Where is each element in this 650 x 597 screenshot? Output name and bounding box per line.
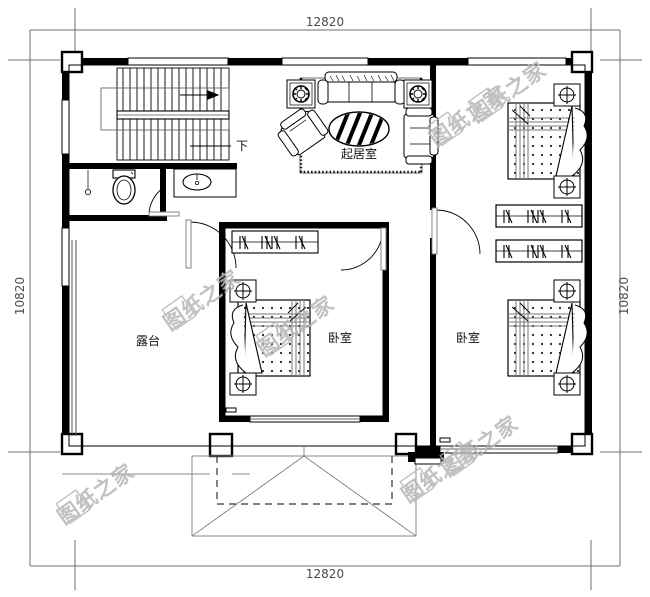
- structural-columns: [60, 50, 594, 458]
- room-label-bedroom-mid: 卧室: [328, 330, 352, 345]
- door-bathroom: [148, 187, 180, 217]
- dimension-right: 10820: [617, 277, 631, 315]
- dimension-lines: [8, 8, 642, 590]
- door-hall-left: [185, 219, 237, 269]
- window-right-a: [495, 204, 583, 228]
- entry-step-detail: [408, 452, 444, 465]
- room-label-living-room: 起居室: [341, 146, 377, 161]
- floor-drain-icon: [85, 170, 92, 195]
- room-label-bedroom-right: 卧室: [456, 330, 480, 345]
- armchair-left: [277, 108, 329, 157]
- sill-marks: [225, 407, 451, 443]
- room-label-terrace: 露台: [136, 333, 160, 348]
- dimension-bottom: 12820: [306, 567, 344, 581]
- dimension-top: 12820: [306, 15, 344, 29]
- armchair-right: [403, 107, 439, 165]
- bathroom: [85, 168, 237, 205]
- window-right-b: [495, 239, 583, 263]
- door-bedroom-right: [431, 207, 481, 255]
- wardrobe-mid: [231, 230, 319, 254]
- sofa-three-seat: [317, 71, 406, 105]
- openings: [61, 57, 583, 454]
- stair-direction-label: 下: [236, 139, 248, 153]
- side-table-right: [403, 79, 433, 109]
- dimension-left: 10820: [13, 277, 27, 315]
- washbasin-icon: [173, 168, 237, 198]
- bed-lower-right: [507, 279, 588, 396]
- coffee-table: [328, 111, 390, 147]
- staircase: [100, 67, 231, 161]
- doors: [148, 187, 481, 271]
- living-room-furniture: [277, 71, 439, 174]
- bed-upper-right: [507, 83, 588, 199]
- door-bedroom-mid: [340, 227, 387, 271]
- side-table-left: [286, 79, 316, 109]
- toilet-icon: [112, 169, 136, 205]
- bed-mid: [229, 279, 311, 396]
- terrace-railing: [71, 240, 77, 436]
